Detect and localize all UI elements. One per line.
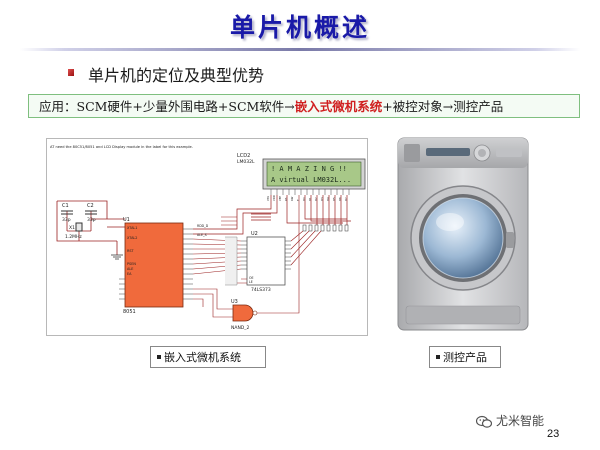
data-bus-wires bbox=[193, 195, 351, 235]
lcd-model: LM032L bbox=[237, 159, 255, 165]
washing-machine-image bbox=[397, 137, 529, 331]
svg-text:D2: D2 bbox=[314, 197, 318, 201]
svg-text:D4: D4 bbox=[326, 197, 330, 201]
caption-control-product: 测控产品 bbox=[429, 346, 501, 368]
caption-left-text: 嵌入式微机系统 bbox=[164, 351, 241, 364]
u3-label: U3 bbox=[231, 299, 238, 305]
u2-pin-stubs bbox=[241, 240, 291, 270]
u1-chip bbox=[124, 222, 184, 308]
u1-pin-stubs bbox=[119, 228, 193, 300]
pullup-resistors bbox=[302, 224, 349, 232]
svg-text:D3: D3 bbox=[320, 197, 324, 201]
caption-embedded-system: 嵌入式微机系统 bbox=[150, 346, 266, 368]
caption-square-icon bbox=[436, 355, 440, 359]
svg-text:D5: D5 bbox=[332, 197, 336, 201]
svg-text:D0: D0 bbox=[302, 197, 306, 201]
caption-right-text: 测控产品 bbox=[443, 351, 487, 364]
svg-text:D1: D1 bbox=[308, 197, 312, 201]
u1-part: 8051 bbox=[123, 309, 136, 315]
c1-value: 33p bbox=[62, 217, 71, 223]
ground-symbol bbox=[111, 254, 123, 260]
caption-square-icon bbox=[157, 355, 161, 359]
lcd-screen bbox=[266, 161, 362, 187]
wechat-logo-icon bbox=[475, 415, 493, 428]
application-box: 应用：SCM硬件+少量外围电路+SCM软件→嵌入式微机系统+被控对象→测控产品 bbox=[28, 94, 580, 118]
net-rdd0: RDD_D bbox=[197, 224, 209, 228]
svg-text:VEE: VEE bbox=[278, 196, 282, 201]
u2-pin-oe: OE bbox=[249, 276, 254, 280]
misc-wires bbox=[193, 216, 237, 307]
circuit-note: AT need the 80C51/8051 and LCD Display m… bbox=[50, 145, 193, 149]
u2-pin-le: LE bbox=[249, 280, 253, 284]
lcd-pin-labels: VSS VDD VEE RS RW E D0 D1 D2 D3 D4 D5 D6… bbox=[266, 195, 348, 201]
svg-text:RW: RW bbox=[290, 196, 294, 201]
lcd-pin-stubs bbox=[270, 189, 350, 195]
svg-text:RS: RS bbox=[284, 197, 288, 201]
u3-wires bbox=[193, 195, 300, 318]
svg-text:E: E bbox=[296, 199, 300, 201]
u3-nand-gate bbox=[232, 304, 254, 322]
u3-gate: NAND_2 bbox=[231, 325, 250, 331]
application-suffix: +被控对象→测控产品 bbox=[382, 99, 504, 114]
u2-label: U2 bbox=[251, 231, 258, 237]
u1-label: U1 bbox=[123, 217, 130, 223]
u3-output-bubble bbox=[252, 310, 258, 316]
c1-label: C1 bbox=[62, 203, 69, 209]
page-number: 23 bbox=[547, 428, 560, 440]
u1-pin-ale: ALE bbox=[127, 267, 133, 271]
bullet-square-icon bbox=[68, 69, 74, 76]
watermark-text: 尤米智能 bbox=[496, 414, 545, 428]
slide-title: 单片机概述 bbox=[229, 13, 370, 42]
lcd-line-1: ! A M A Z I N G !! bbox=[271, 165, 347, 173]
u2-bus-bracket bbox=[225, 236, 238, 286]
u2-chip bbox=[246, 236, 286, 286]
u1-pin-xtal1: XTAL1 bbox=[127, 226, 137, 230]
lcd-name: LCD2 bbox=[237, 153, 250, 159]
u1-pin-psen: PSEN bbox=[127, 262, 136, 266]
application-highlight: 嵌入式微机系统 bbox=[294, 99, 383, 114]
watermark: 尤米智能 bbox=[475, 412, 545, 430]
c2-value: 33p bbox=[87, 217, 96, 223]
application-prefix: 应用：SCM硬件+少量外围电路+SCM软件→ bbox=[39, 99, 295, 114]
u1-pin-xtal2: XTAL2 bbox=[127, 236, 137, 240]
svg-text:D7: D7 bbox=[344, 197, 348, 201]
title-divider bbox=[20, 48, 580, 51]
circuit-diagram: AT need the 80C51/8051 and LCD Display m… bbox=[46, 138, 368, 336]
svg-text:VDD: VDD bbox=[272, 195, 276, 201]
net-ale: ALE_S bbox=[197, 233, 207, 237]
svg-text:VSS: VSS bbox=[266, 196, 270, 201]
lcd-line-2: A virtual LM032L... bbox=[271, 176, 351, 184]
c2-label: C2 bbox=[87, 203, 94, 209]
x1-value: 1.2MHz bbox=[65, 234, 82, 240]
x1-label: X1 bbox=[69, 225, 75, 231]
u2-part: 74LS373 bbox=[251, 287, 271, 293]
svg-text:D6: D6 bbox=[338, 197, 342, 201]
u1-pin-ea: EA bbox=[127, 272, 132, 276]
u1-pin-rst: RST bbox=[127, 249, 135, 253]
bullet-text: 单片机的定位及典型优势 bbox=[88, 66, 265, 85]
